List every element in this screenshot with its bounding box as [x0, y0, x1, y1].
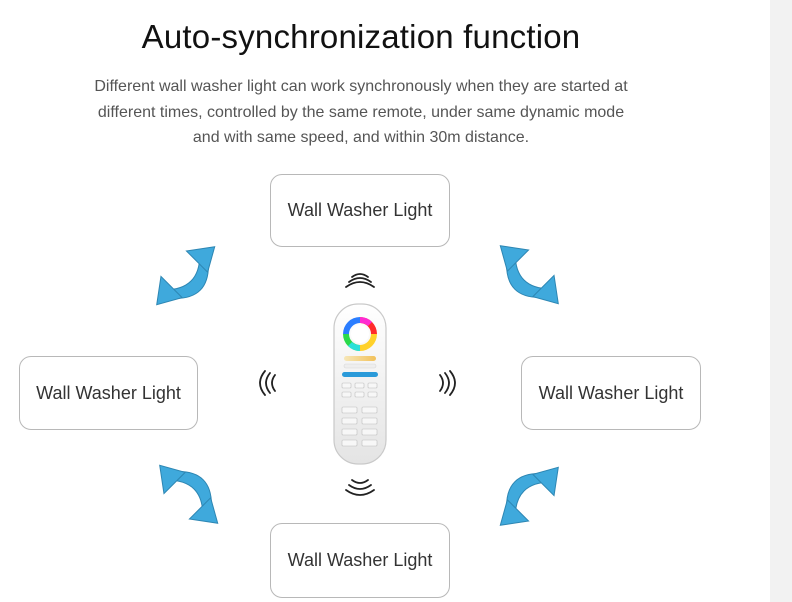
- description: Different wall washer light can work syn…: [40, 74, 682, 151]
- wall-washer-light-top: Wall Washer Light: [270, 174, 450, 247]
- wall-washer-light-bottom: Wall Washer Light: [270, 523, 450, 598]
- description-line-3: and with same speed, and within 30m dist…: [192, 129, 530, 146]
- wall-washer-light-right: Wall Washer Light: [521, 356, 701, 430]
- curved-double-arrow-icon: [499, 466, 559, 526]
- wireless-signal-icon: [345, 273, 375, 288]
- curved-double-arrow-icon: [499, 245, 559, 305]
- wireless-signal-icon: [439, 370, 456, 396]
- description-line-1: Different wall washer light can work syn…: [94, 78, 628, 95]
- curved-double-arrow-icon: [159, 464, 219, 524]
- page-title: Auto-synchronization function: [141, 18, 581, 55]
- wall-washer-light-left: Wall Washer Light: [19, 356, 198, 430]
- right-margin-strip: [770, 0, 792, 602]
- remote-control-icon: [333, 303, 387, 465]
- wireless-signal-icon: [345, 479, 375, 496]
- curved-double-arrow-icon: [156, 246, 216, 306]
- color-wheel-icon: [343, 317, 377, 351]
- wireless-signal-icon: [259, 370, 276, 396]
- description-line-2: different times, controlled by the same …: [97, 103, 625, 121]
